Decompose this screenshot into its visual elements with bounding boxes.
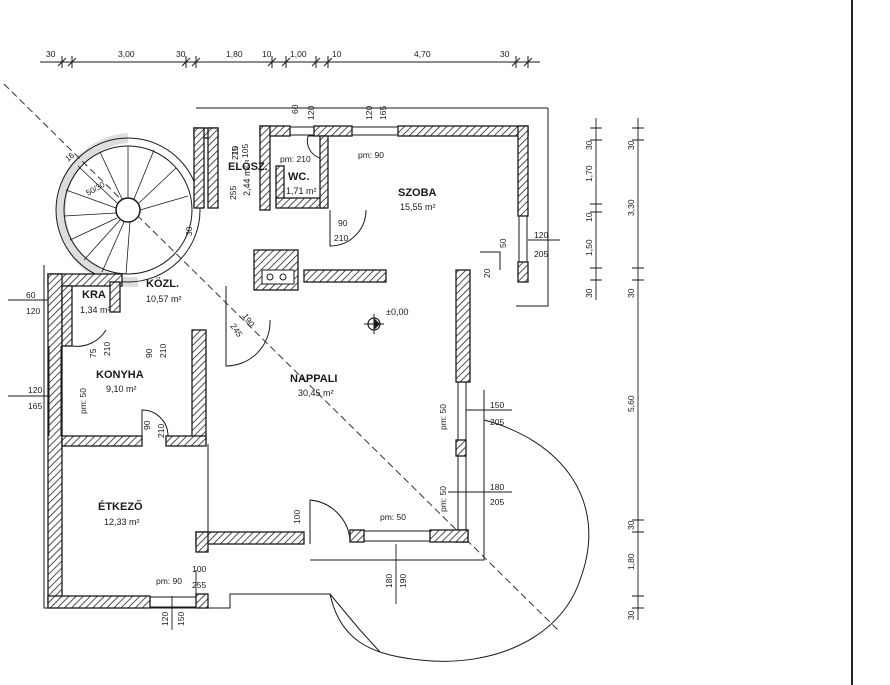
right-outer-dim-1: 30	[626, 140, 636, 150]
room-kra-area: 1,34 m²	[80, 305, 111, 315]
top-dim-5: 10	[262, 49, 272, 59]
right-outer-dim-5: 30	[626, 520, 636, 530]
section-cut-line	[3, 83, 559, 631]
opening-3-height: 210	[230, 146, 240, 160]
door-dim-8: 50	[498, 238, 508, 248]
room-wc-name: WC.	[288, 171, 309, 183]
opening-10-width: 100	[192, 564, 206, 574]
room-kozl-name: KÖZL.	[146, 277, 179, 290]
opening-13-width: 75	[88, 348, 98, 358]
room-kozl-area: 10,57 m²	[146, 294, 182, 304]
opening-7-height: 205	[490, 417, 504, 427]
top-dim-6: 1,00	[290, 49, 307, 59]
room-nappali-area: 30,45 m²	[298, 388, 334, 398]
opening-6-width: 120	[534, 230, 548, 240]
opening-8-height: 205	[490, 497, 504, 507]
opening-13-height: 210	[102, 342, 112, 356]
door-dim-9: 20	[482, 268, 492, 278]
right-outer-dim-6: 1,80	[626, 553, 636, 570]
right-inner-dim-1: 30	[584, 140, 594, 150]
opening-5-height: 210	[334, 233, 348, 243]
opening-4-height: 255	[228, 186, 238, 200]
room-nappali-name: NAPPALI	[290, 373, 337, 385]
room-szoba-name: SZOBA	[398, 187, 437, 199]
opening-4-width: 105	[240, 144, 250, 158]
stair-ratio: 50/30	[85, 180, 107, 198]
room-etkezo-area: 12,33 m²	[104, 517, 140, 527]
opening-12-height: 210	[158, 344, 168, 358]
right-outer-dim-7: 30	[626, 610, 636, 620]
door-dim-4: 120	[306, 106, 316, 120]
parapet-2: pm: 50	[78, 388, 88, 414]
opening-14-width: 90	[142, 420, 152, 430]
opening-7-width: 150	[490, 400, 504, 410]
top-dim-2: 3,00	[118, 49, 135, 59]
room-szoba-area: 15,55 m²	[400, 202, 436, 212]
door-swings	[71, 135, 501, 544]
kitchen-counter	[261, 269, 295, 285]
room-konyha-area: 9,10 m²	[106, 384, 137, 394]
right-inner-dim-5: 30	[584, 288, 594, 298]
parapet-4: pm: 50	[438, 486, 448, 512]
sheet-border	[851, 0, 853, 685]
parapet-3: pm: 50	[438, 404, 448, 430]
parapet-5: pm: 50	[380, 512, 406, 522]
parapet-1: pm: 90	[358, 150, 384, 160]
opening-5-width: 90	[338, 218, 348, 228]
right-outer-dim-2: 3,30	[626, 199, 636, 216]
top-dim-7: 10	[332, 49, 342, 59]
opening-8-width: 180	[490, 482, 504, 492]
opening-2-height: 165	[28, 401, 42, 411]
opening-9-height: 190	[398, 574, 408, 588]
opening-11-height: 150	[176, 612, 186, 626]
opening-14-height: 210	[156, 424, 166, 438]
room-wc-area: 1,71 m²	[286, 186, 317, 196]
opening-2-width: 120	[28, 385, 42, 395]
door-dim-1: 190	[240, 311, 256, 329]
room-etkezo-name: ÉTKEZŐ	[98, 500, 143, 513]
top-dim-9: 30	[500, 49, 510, 59]
top-dim-3: 30	[176, 49, 186, 59]
top-dim-4: 1,80	[226, 49, 243, 59]
right-dimension-chains: 30 1,70 10 1,50 30 30 3,30 30 5,60 30 1,…	[584, 118, 644, 620]
top-dim-1: 30	[46, 49, 56, 59]
opening-6-height: 205	[534, 249, 548, 259]
parapet-labels: pm: 90 pm: 50 pm: 50 pm: 50 pm: 50 pm: 9…	[78, 150, 448, 586]
opening-9-width: 180	[384, 574, 394, 588]
room-konyha-name: KONYHA	[96, 369, 144, 381]
door-dim-5: 120	[364, 106, 374, 120]
terrace-outline	[43, 107, 590, 662]
parapet-6: pm: 90	[156, 576, 182, 586]
opening-annotations: 60 120 120 165 75 210 105 255 90 210 120…	[8, 144, 560, 630]
opening-11-width: 120	[160, 612, 170, 626]
opening-3-width: 75	[230, 146, 240, 156]
room-elosz-area: 2,44 m²	[242, 165, 252, 196]
opening-1-width: 60	[26, 290, 36, 300]
top-dimension-chain: 30 3,00 30 1,80 10 1,00 10 4,70 30	[40, 49, 540, 68]
parapet-7: pm: 210	[280, 154, 311, 164]
opening-12-width: 90	[144, 348, 154, 358]
right-inner-dim-3: 10	[584, 212, 594, 222]
door-dim-2: 245	[228, 321, 244, 339]
right-outer-dim-4: 5,60	[626, 395, 636, 412]
windows	[48, 126, 528, 608]
level-mark-icon	[364, 314, 384, 334]
spiral-stair: 16 50/30	[55, 133, 201, 288]
room-elosz-name: ELŐSZ.	[228, 160, 268, 173]
right-inner-dim-4: 1,50	[584, 239, 594, 256]
door-dim-7: 30	[184, 226, 194, 236]
right-inner-dim-2: 1,70	[584, 165, 594, 182]
opening-1-height: 120	[26, 306, 40, 316]
door-dim-10: 100	[292, 510, 302, 524]
top-dim-8: 4,70	[414, 49, 431, 59]
door-dim-3: 60	[290, 104, 300, 114]
level-mark-label: ±0,00	[386, 307, 408, 317]
opening-10-height: 255	[192, 580, 206, 590]
room-kra-name: KRA	[82, 289, 106, 301]
door-dim-6: 165	[378, 106, 388, 120]
walls	[47, 125, 529, 609]
right-outer-dim-3: 30	[626, 288, 636, 298]
